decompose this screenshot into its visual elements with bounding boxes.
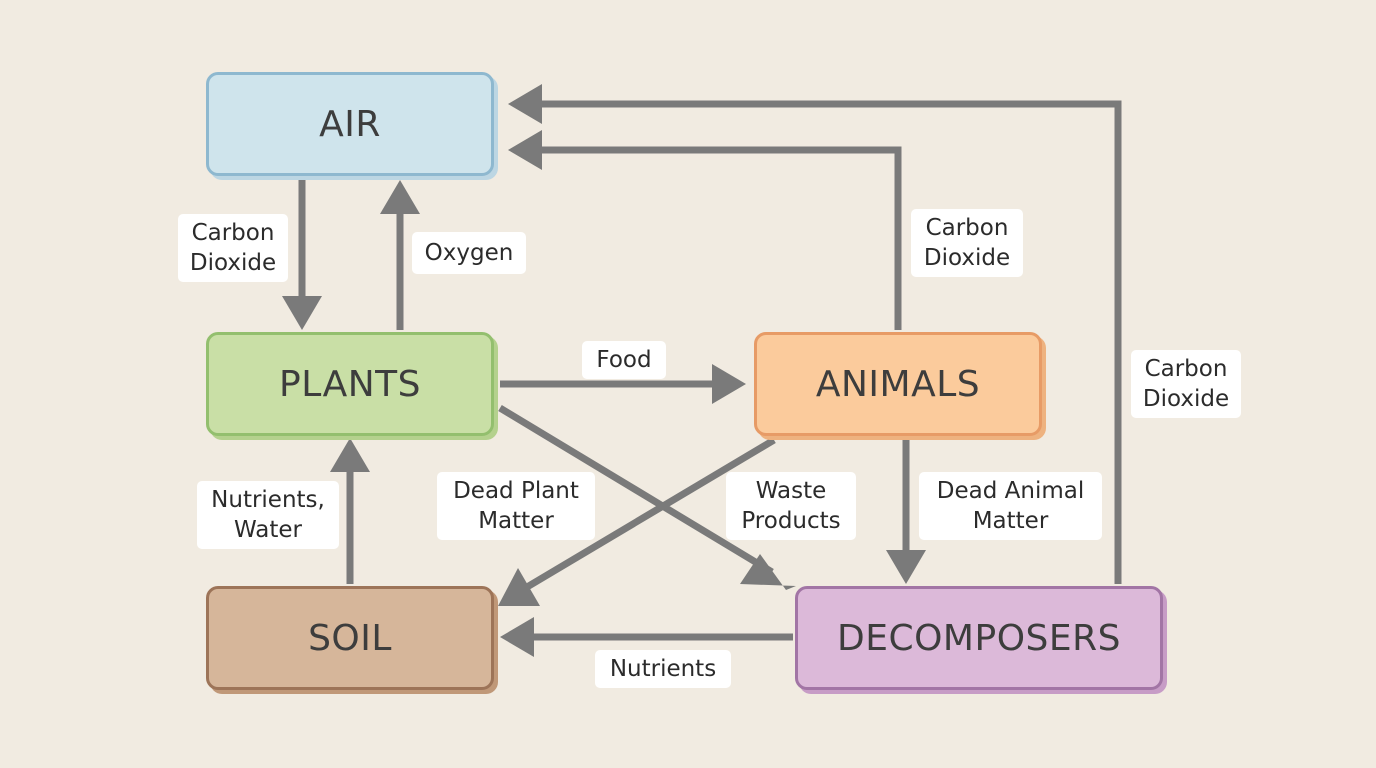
edge-label-animals-to-air: Carbon Dioxide	[911, 209, 1023, 277]
edge-label-animals-to-decomposers: Dead Animal Matter	[919, 472, 1102, 540]
arrowhead-decomposers-to-air	[508, 84, 542, 124]
edge-label-animals-to-soil: Waste Products	[726, 472, 856, 540]
arrowhead-soil-to-plants	[330, 438, 370, 472]
arrowhead-animals-to-decomposers	[886, 550, 926, 584]
edge-label-plants-to-animals: Food	[582, 341, 666, 379]
arrowhead-plants-to-air	[380, 180, 420, 214]
arrowhead-air-to-plants	[282, 296, 322, 330]
arrow-decomposers-to-air	[540, 100, 1122, 584]
arrowhead-plants-to-decomposers	[740, 554, 796, 590]
arrowhead-decomposers-to-soil	[500, 617, 534, 657]
edge-label-air-to-plants: Carbon Dioxide	[178, 214, 288, 282]
node-soil: SOIL	[206, 586, 494, 690]
node-plants: PLANTS	[206, 332, 494, 436]
node-animals-label: ANIMALS	[815, 363, 981, 405]
arrowhead-animals-to-air	[508, 130, 542, 170]
arrow-animals-to-air	[540, 146, 902, 330]
node-plants-label: PLANTS	[279, 363, 421, 405]
edge-label-plants-to-air: Oxygen	[412, 232, 526, 274]
edge-label-decomposers-to-soil: Nutrients	[595, 650, 731, 688]
node-air: AIR	[206, 72, 494, 176]
arrow-plants-to-decomposers	[498, 405, 774, 575]
node-decomposers: DECOMPOSERS	[795, 586, 1163, 690]
edge-label-plants-to-decomposers: Dead Plant Matter	[437, 472, 595, 540]
node-soil-label: SOIL	[308, 617, 392, 659]
arrowhead-animals-to-soil	[498, 568, 540, 606]
edge-label-soil-to-plants: Nutrients, Water	[197, 481, 339, 549]
node-animals: ANIMALS	[754, 332, 1042, 436]
arrowhead-plants-to-animals	[712, 364, 746, 404]
node-decomposers-label: DECOMPOSERS	[836, 617, 1121, 659]
edge-label-decomposers-to-air: Carbon Dioxide	[1131, 350, 1241, 418]
node-air-label: AIR	[319, 103, 381, 145]
arrow-animals-to-soil	[520, 436, 776, 594]
